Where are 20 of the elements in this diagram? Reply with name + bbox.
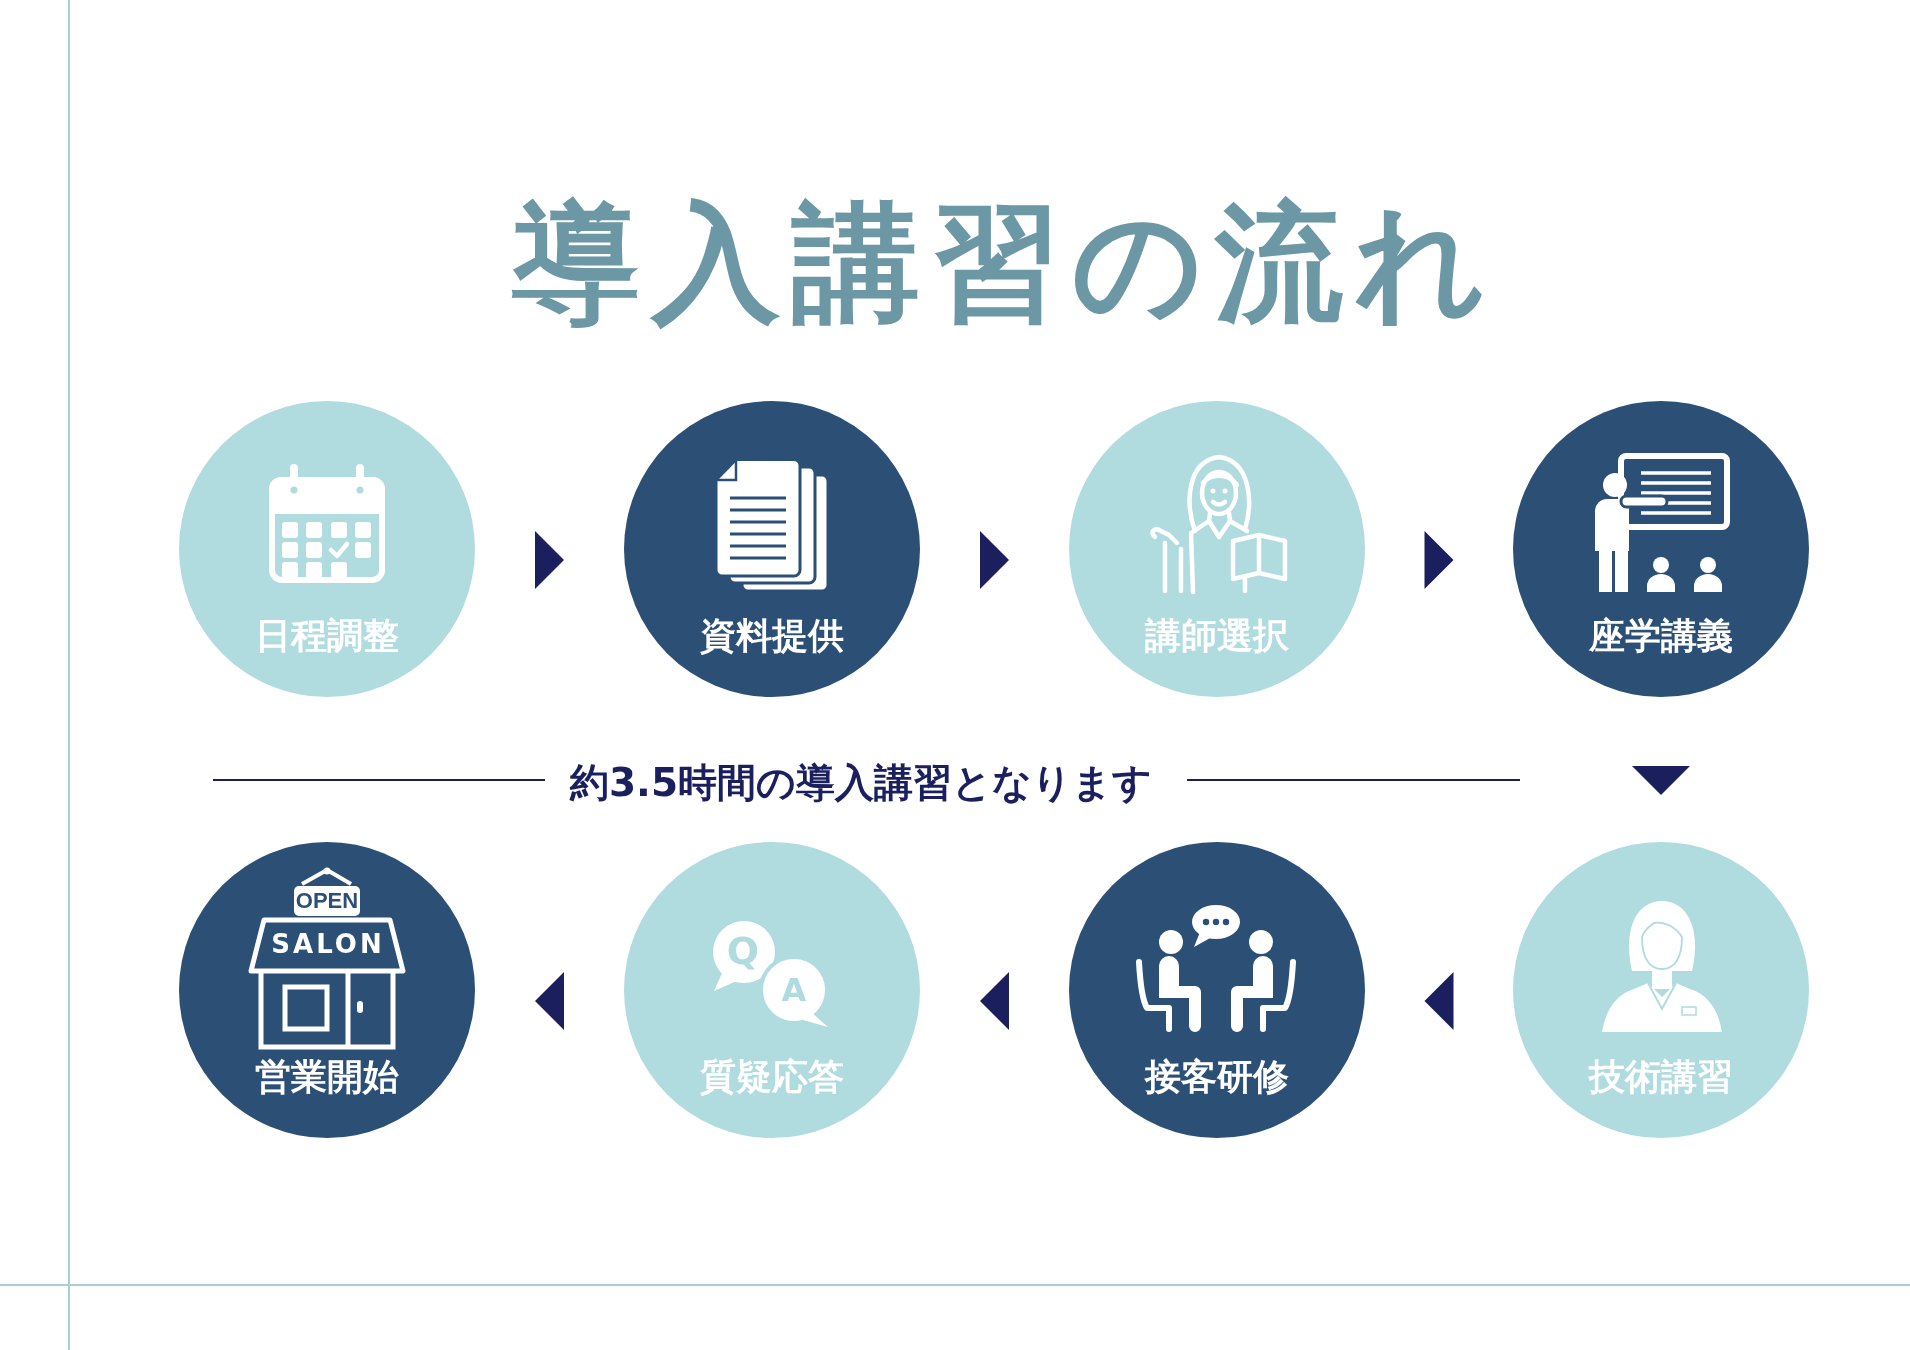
arrow — [535, 531, 564, 589]
sign-text: OPEN — [295, 890, 359, 912]
step-label: 講師選択 — [1145, 618, 1289, 654]
step-label: 座学講義 — [1589, 618, 1733, 654]
arrow — [980, 972, 1009, 1030]
arrow — [1424, 972, 1454, 1030]
sign-text: SALON — [271, 931, 385, 957]
step-label: 接客研修 — [1145, 1059, 1289, 1095]
step-label: 営業開始 — [255, 1059, 399, 1095]
note-text: 約3.5時間の導入講習となります — [569, 762, 1153, 802]
bubble-letter: Q — [726, 932, 760, 970]
step-label: 日程調整 — [255, 618, 399, 654]
arrow — [980, 531, 1009, 589]
step-label: 技術講習 — [1589, 1059, 1733, 1095]
step-label: 資料提供 — [700, 618, 844, 654]
step-label: 質疑応答 — [700, 1059, 844, 1095]
arrow — [535, 972, 564, 1030]
bubble-letter: A — [781, 974, 807, 1006]
arrow — [1424, 531, 1454, 589]
arrow — [1632, 766, 1690, 795]
